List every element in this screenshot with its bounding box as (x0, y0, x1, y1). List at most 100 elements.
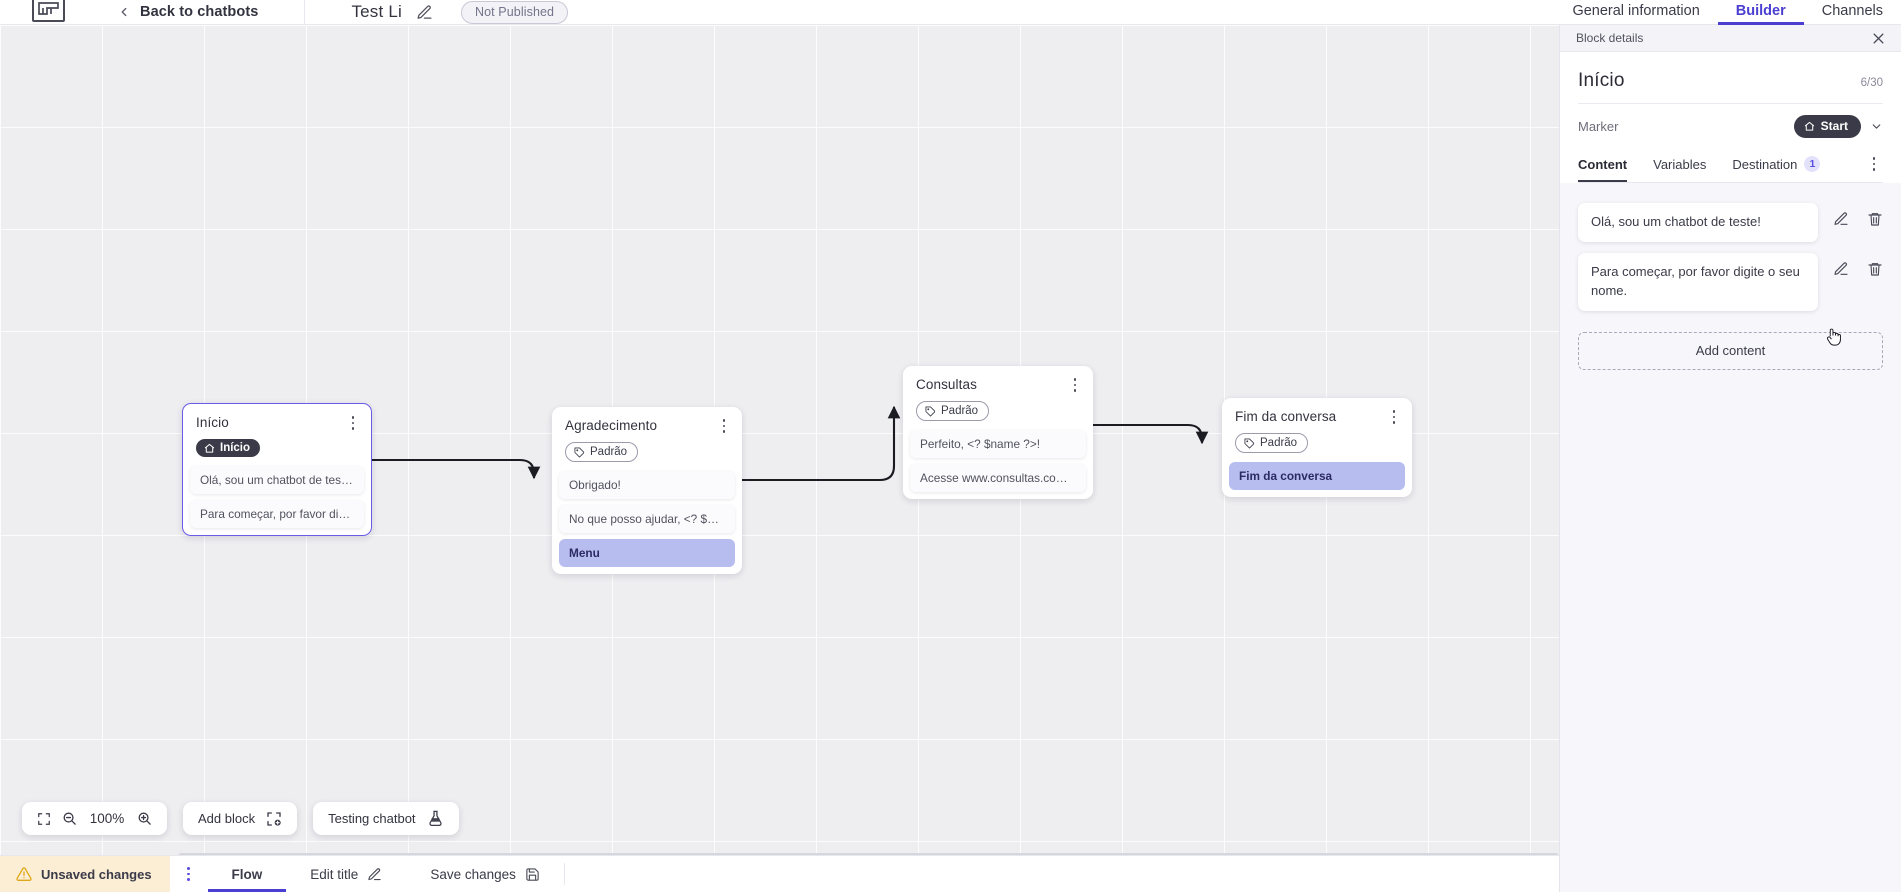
warning-icon (16, 867, 32, 881)
panel-char-counter: 6/30 (1860, 77, 1883, 89)
chevron-left-icon (121, 7, 127, 17)
back-to-chatbots-button[interactable]: Back to chatbots (117, 4, 258, 20)
node-header: Agradecimento Padrão (552, 407, 742, 471)
panel-title-row: Início 6/30 (1578, 52, 1883, 104)
bottom-tab-flow[interactable]: Flow (207, 856, 287, 892)
delete-trash-icon[interactable] (1867, 261, 1883, 277)
edit-pencil-icon[interactable] (1833, 211, 1849, 227)
node-row[interactable]: Acesse www.consultas.com par... (910, 464, 1086, 492)
edit-pencil-icon[interactable] (1833, 261, 1849, 277)
node-rows: Obrigado! No que posso ajudar, <? $name … (552, 471, 742, 567)
flow-node-inicio[interactable]: Início Início Olá, sou um chatbot de tes… (182, 403, 372, 536)
add-block-button[interactable]: Add block (183, 802, 298, 835)
edit-pencil-icon[interactable] (416, 4, 433, 21)
panel-header: Block details (1560, 25, 1901, 52)
content-item: Para começar, por favor digite o seu nom… (1578, 252, 1883, 311)
edit-title-button[interactable]: Edit title (286, 856, 406, 892)
back-to-chatbots-label: Back to chatbots (140, 4, 259, 20)
node-menu-button[interactable] (346, 415, 360, 431)
node-title: Fim da conversa (1235, 409, 1337, 424)
node-row-end[interactable]: Fim da conversa (1229, 462, 1405, 490)
tab-variables[interactable]: Variables (1653, 151, 1706, 182)
node-tag-padrao: Padrão (1235, 433, 1309, 453)
tab-content[interactable]: Content (1578, 151, 1628, 182)
destination-count-badge: 1 (1804, 156, 1821, 172)
node-row[interactable]: Obrigado! (559, 471, 735, 499)
node-menu-button[interactable] (1387, 409, 1401, 425)
panel-header-title: Block details (1576, 31, 1644, 45)
add-content-button[interactable]: Add content (1578, 331, 1883, 370)
node-row[interactable]: Perfeito, <? $name ?>! (910, 430, 1086, 458)
node-tag-padrao: Padrão (916, 401, 990, 421)
node-menu-button[interactable] (1068, 377, 1082, 393)
flow-label: Flow (231, 866, 263, 882)
content-item-actions (1818, 253, 1883, 277)
testing-chatbot-button[interactable]: Testing chatbot (313, 802, 459, 835)
fit-screen-icon[interactable] (37, 812, 51, 826)
tab-builder[interactable]: Builder (1717, 3, 1804, 25)
main-nav-tabs: General information Builder Channels (1554, 0, 1901, 25)
unsaved-changes-label: Unsaved changes (41, 866, 152, 882)
node-row[interactable]: No que posso ajudar, <? $name ... (559, 505, 735, 533)
tag-icon (925, 405, 936, 417)
close-icon[interactable] (1871, 31, 1886, 46)
node-row[interactable]: Olá, sou um chatbot de teste! (190, 466, 364, 494)
tab-general-information[interactable]: General information (1572, 2, 1700, 19)
tab-variables-label: Variables (1653, 157, 1707, 172)
chatbot-title: Test Li (351, 2, 402, 21)
node-rows: Olá, sou um chatbot de teste! Para começ… (183, 466, 371, 528)
flow-canvas[interactable]: Início Início Olá, sou um chatbot de tes… (0, 25, 1559, 862)
zoom-out-icon[interactable] (62, 811, 77, 826)
status-badge: Not Published (460, 0, 569, 24)
zoom-level: 100% (89, 811, 125, 826)
save-changes-button[interactable]: Save changes (406, 856, 564, 892)
bottom-bar: Unsaved changes Flow Edit title Save cha… (0, 855, 1559, 892)
panel-body: Início 6/30 Marker Start Content (1560, 52, 1901, 183)
panel-tabs: Content Variables Destination 1 (1578, 150, 1883, 183)
node-title: Início (196, 415, 229, 430)
node-row-menu[interactable]: Menu (559, 539, 735, 567)
marker-row: Marker Start (1578, 104, 1883, 150)
pencil-icon (368, 867, 382, 880)
save-changes-label: Save changes (430, 866, 516, 882)
node-tag-label: Padrão (1260, 437, 1298, 449)
home-icon (1804, 121, 1814, 131)
node-rows: Perfeito, <? $name ?>! Acesse www.consul… (903, 430, 1093, 492)
flow-node-agradecimento[interactable]: Agradecimento Padrão Obrigado! No que po… (552, 407, 742, 574)
delete-trash-icon[interactable] (1867, 211, 1883, 227)
flask-icon (428, 810, 442, 827)
app-logo[interactable] (32, 0, 65, 22)
node-menu-button[interactable] (717, 418, 731, 434)
node-tag-label: Início (220, 442, 251, 454)
content-text[interactable]: Olá, sou um chatbot de teste! (1578, 203, 1818, 242)
panel-tabs-menu-button[interactable] (1865, 152, 1883, 182)
content-text[interactable]: Para começar, por favor digite o seu nom… (1578, 252, 1818, 311)
tag-icon (1244, 437, 1255, 449)
marker-control[interactable]: Start (1793, 115, 1883, 138)
zoom-controls: 100% (22, 802, 167, 835)
tab-channels[interactable]: Channels (1821, 2, 1883, 19)
topbar-divider (304, 0, 306, 25)
node-tag-start: Início (196, 439, 261, 457)
chevron-down-icon[interactable] (1870, 120, 1883, 133)
flow-node-consultas[interactable]: Consultas Padrão Perfeito, <? $name ?>! … (903, 366, 1093, 499)
marker-start-pill[interactable]: Start (1793, 115, 1861, 138)
save-disk-icon (526, 867, 539, 881)
top-bar: Back to chatbots Test Li Not Published G… (0, 0, 1901, 25)
tab-destination[interactable]: Destination 1 (1732, 150, 1821, 182)
node-header: Início Início (183, 404, 371, 466)
testing-chatbot-label: Testing chatbot (328, 811, 416, 826)
node-rows: Fim da conversa (1222, 462, 1412, 490)
node-row[interactable]: Para começar, por favor digite o ... (190, 500, 364, 528)
flow-node-fim-da-conversa[interactable]: Fim da conversa Padrão Fim da conversa (1222, 398, 1412, 497)
add-block-label: Add block (198, 811, 256, 826)
zoom-in-icon[interactable] (137, 811, 152, 826)
edit-title-label: Edit title (310, 866, 359, 882)
bottom-divider (563, 863, 565, 885)
bottom-menu-button[interactable] (170, 856, 208, 892)
tab-destination-label: Destination (1732, 156, 1798, 172)
content-item-actions (1818, 203, 1883, 227)
block-details-panel: Block details Início 6/30 Marker Start (1559, 25, 1901, 892)
unsaved-changes-indicator: Unsaved changes (0, 856, 170, 892)
add-block-icon (267, 811, 281, 826)
